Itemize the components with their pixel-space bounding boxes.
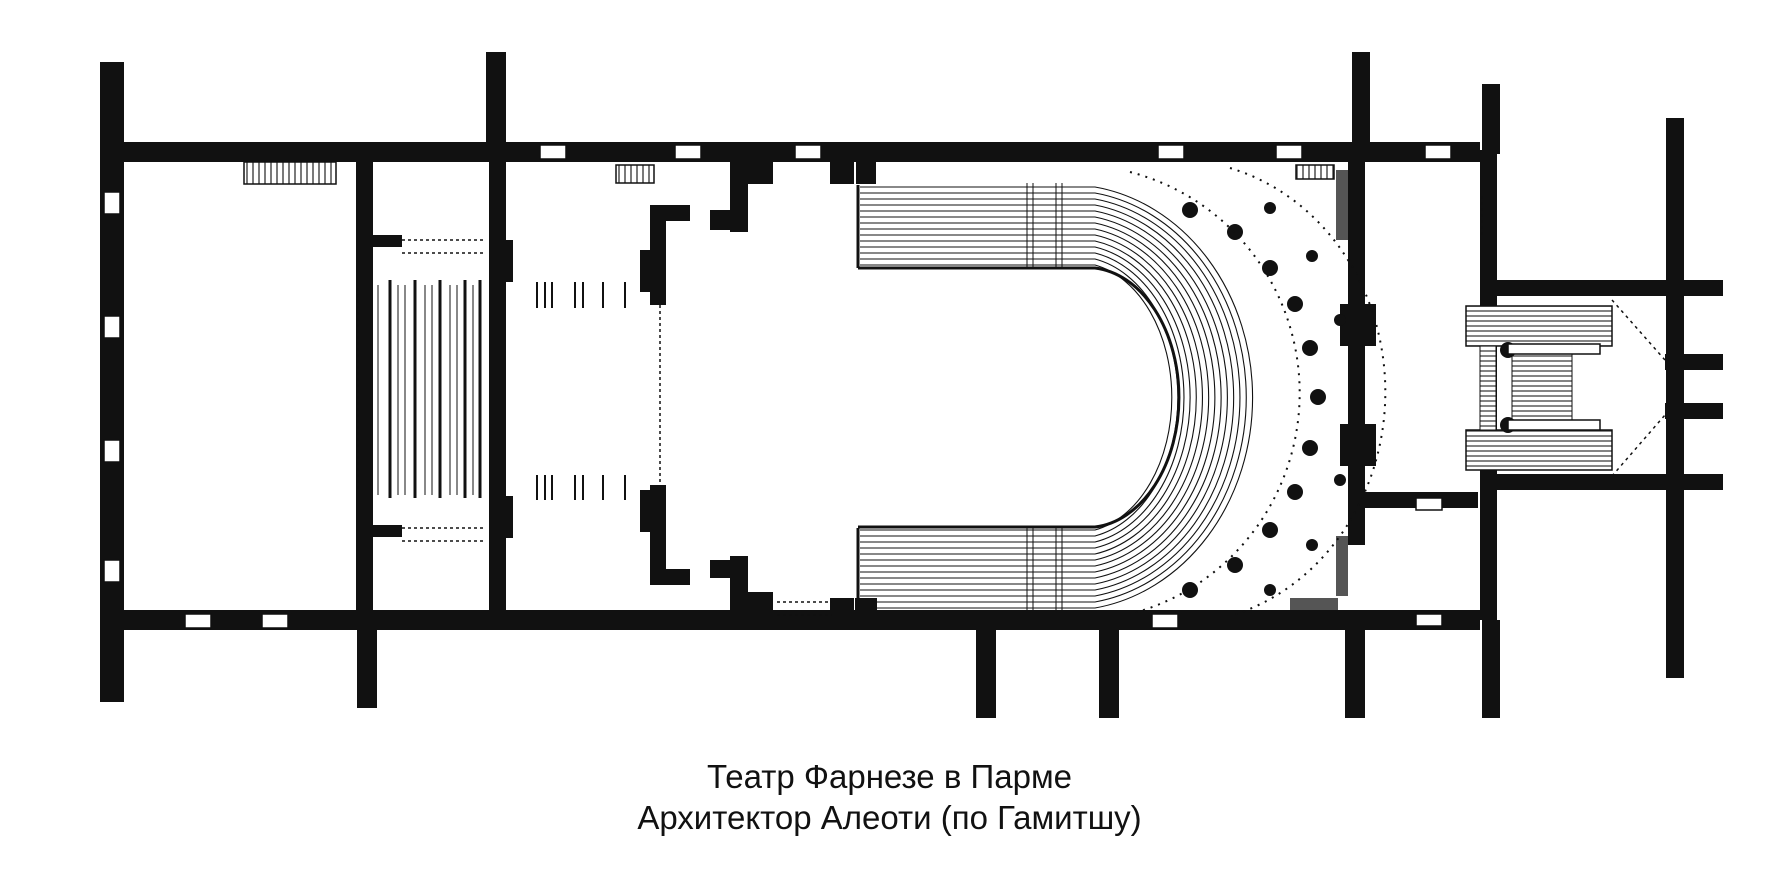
auditorium-aisles: [1026, 183, 1063, 612]
window-openings: [103, 144, 1452, 629]
door-openings: [357, 196, 1483, 492]
stair-blocks: [243, 161, 1348, 610]
right-hall-wall: [1348, 150, 1365, 545]
caption-title: Театр Фарнезе в Парме: [706, 758, 1072, 795]
buttress-piers: [357, 52, 1723, 718]
partition-2: [489, 160, 506, 610]
west-wall: [100, 62, 124, 702]
caption-subtitle: Архитектор Алеоти (по Гамитшу): [637, 799, 1142, 836]
outer-walls: [100, 62, 1480, 702]
stage-floor-rails: [377, 239, 832, 616]
colonnade-dotted-arcs: [1129, 167, 1387, 617]
auditorium-edges: [856, 185, 1181, 612]
colonnade: [1182, 202, 1346, 598]
entrance-staircase: [1465, 299, 1666, 477]
interior-walls: [356, 150, 1670, 620]
north-wall: [100, 142, 1480, 162]
south-wall: [100, 610, 1480, 630]
partition-1: [356, 160, 373, 610]
auditorium-tiers: [860, 186, 1254, 609]
